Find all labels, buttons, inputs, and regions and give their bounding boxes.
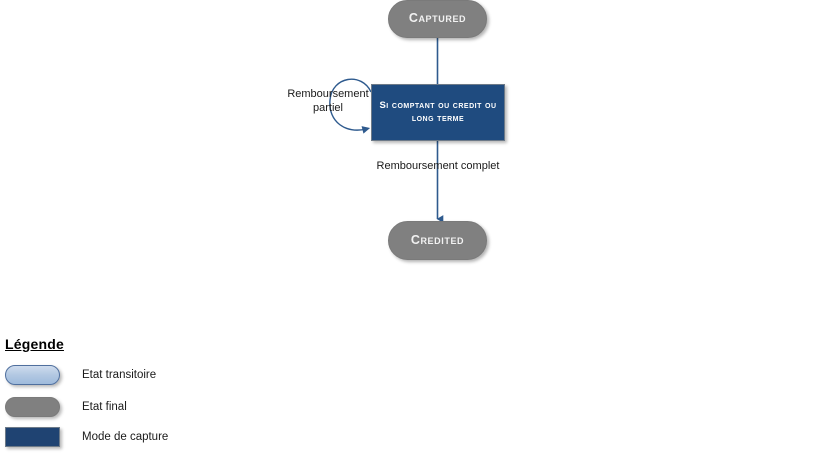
edge-label-remboursement-partiel: Remboursement partiel	[287, 88, 369, 114]
final-state-swatch	[5, 397, 60, 417]
node-capture-mode-label: Si comptant ou credit ou long terme	[379, 99, 497, 124]
legend-item-etat-final: Etat final	[5, 396, 127, 418]
capture-mode-swatch	[5, 427, 60, 447]
node-captured[interactable]: Captured	[388, 0, 487, 38]
node-capture-mode[interactable]: Si comptant ou credit ou long terme	[371, 84, 505, 141]
connector-self-loop-remboursement-partiel	[329, 78, 372, 134]
transitory-state-swatch	[5, 365, 60, 385]
legend: Légende Etat transitoire Etat final Mode…	[5, 336, 335, 447]
legend-item-label: Etat transitoire	[82, 369, 157, 381]
node-captured-label: Captured	[408, 11, 467, 26]
legend-item-mode-de-capture: Mode de capture	[5, 426, 168, 448]
edge-label-remboursement-complet: Remboursement complet	[376, 160, 500, 172]
legend-item-label: Etat final	[82, 401, 127, 413]
legend-item-etat-transitoire: Etat transitoire	[5, 364, 156, 386]
legend-item-label: Mode de capture	[82, 431, 169, 443]
legend-title: Légende	[5, 336, 64, 352]
node-credited-label: Credited	[410, 232, 465, 247]
node-credited[interactable]: Credited	[388, 221, 487, 260]
